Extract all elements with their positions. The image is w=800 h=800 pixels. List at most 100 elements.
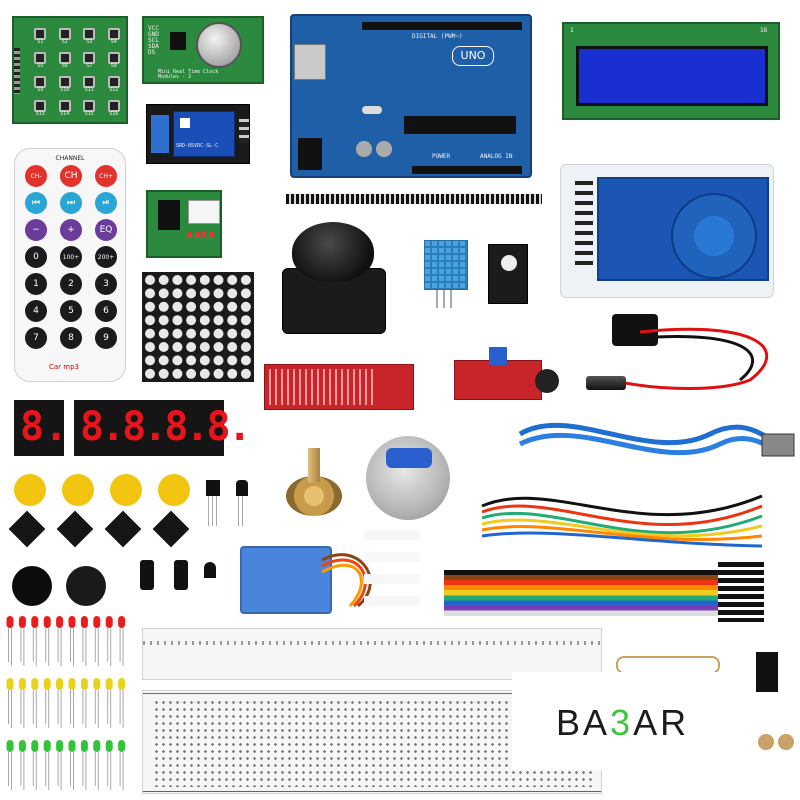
logo-middle: 3 [610, 702, 634, 743]
remote-button-label: 9 [103, 333, 109, 343]
remote-button[interactable]: CH+ [95, 165, 117, 187]
remote-button[interactable]: 1 [25, 273, 47, 295]
remote-button[interactable]: 100+ [60, 246, 82, 268]
relay-pins [239, 119, 249, 143]
remote-button[interactable]: − [25, 219, 47, 241]
remote-button[interactable]: 7 [25, 327, 47, 349]
remote-button-label: ⏮ [31, 198, 41, 208]
remote-button[interactable]: CH- [25, 165, 47, 187]
remote-button[interactable]: ⏭ [60, 192, 82, 214]
led-matrix-dot [158, 355, 169, 366]
keypad-key: S5 [28, 48, 53, 72]
led-matrix-dot [172, 355, 183, 366]
led [93, 740, 101, 790]
remote-button-label: + [67, 225, 75, 235]
lcd-screen [576, 46, 768, 106]
remote-button[interactable]: 0 [25, 246, 47, 268]
remote-button[interactable]: 9 [95, 327, 117, 349]
led [6, 740, 14, 790]
led-matrix-dot [172, 342, 183, 352]
keypad-key-label: S15 [84, 110, 94, 117]
button-cap [110, 474, 142, 506]
water-level-sensor [264, 364, 414, 410]
remote-button[interactable]: CH [60, 165, 82, 187]
led [31, 678, 39, 728]
led [18, 740, 26, 790]
keypad-key-label: S3 [86, 38, 93, 45]
photoresistors [756, 732, 796, 752]
logo-suffix: AR [633, 702, 690, 743]
usb-cable [518, 422, 795, 457]
rtc-battery-icon [196, 22, 242, 68]
potentiometer-shaft [308, 448, 320, 482]
led-matrix-dot [186, 288, 197, 299]
remote-button[interactable]: 5 [60, 300, 82, 322]
keypad-key-label: S9 [37, 86, 44, 93]
remote-button[interactable]: ⏯ [95, 192, 117, 214]
led-matrix-dot [172, 315, 183, 326]
driver-chip [158, 200, 180, 230]
led-matrix-dot [199, 342, 210, 352]
rfid-pins [575, 181, 593, 271]
remote-button[interactable]: 8 [60, 327, 82, 349]
remote-button-row: − + EQ [25, 219, 117, 241]
keypad-key-label: S16 [109, 110, 119, 117]
led [18, 678, 26, 728]
keypad-key-label: S10 [60, 86, 70, 93]
led [56, 678, 64, 728]
remote-button-row: 0 100+ 200+ [25, 246, 117, 268]
led-matrix-dot [158, 368, 169, 379]
rainbow-ribbon-cable [444, 570, 718, 616]
breadboard-rail-red [143, 693, 601, 694]
capacitor-2 [174, 560, 188, 590]
led-matrix-dot [145, 315, 155, 326]
keypad-key-label: S5 [37, 62, 44, 69]
led-matrix-dot [240, 275, 251, 285]
led-matrix-dot [240, 342, 251, 352]
keypad-key-label: S13 [35, 110, 45, 117]
remote-brand: Car mp3 [49, 363, 79, 371]
remote-button[interactable]: 4 [25, 300, 47, 322]
keypad-key-cap [107, 27, 120, 40]
potentiometer [286, 476, 342, 516]
led-matrix-dot [240, 368, 251, 379]
led-matrix-dot [145, 301, 155, 312]
ir-led-black [204, 562, 216, 578]
keypad-key: S14 [53, 96, 78, 120]
led [118, 678, 126, 728]
led [31, 616, 39, 666]
remote-button[interactable]: 200+ [95, 246, 117, 268]
remote-button[interactable]: 6 [95, 300, 117, 322]
remote-button[interactable]: ⏮ [25, 192, 47, 214]
sound-sensor-module [454, 347, 559, 400]
driver-connector [188, 200, 220, 224]
lcd-module: 1 16 [562, 22, 780, 120]
push-button-caps [14, 474, 194, 510]
keypad-key-label: S2 [61, 38, 68, 45]
led [68, 616, 76, 666]
led-matrix-dot [172, 328, 183, 339]
arduino-uno-board: DIGITAL (PWM~) UNO POWER ANALOG IN [290, 14, 532, 178]
rtc-pin-labels: VCC GND SCL SDA DS [148, 26, 159, 56]
remote-button[interactable]: EQ [95, 219, 117, 241]
remote-button[interactable]: 2 [60, 273, 82, 295]
rfid-card-reader [560, 164, 774, 298]
remote-button-label: 3 [103, 279, 109, 289]
remote-button[interactable]: + [60, 219, 82, 241]
led-matrix-dot [172, 301, 183, 312]
remote-button-label: CH+ [99, 172, 113, 180]
keypad-key-cap [83, 99, 96, 112]
led-matrix-dot [172, 275, 183, 285]
tactile-switch [152, 510, 190, 548]
led-matrix-dot [213, 288, 224, 299]
keypad-key-cap [58, 51, 71, 64]
remote-button-row: CH- CH CH+ [25, 165, 117, 187]
led [105, 740, 113, 790]
led-array [6, 616, 126, 790]
led [68, 678, 76, 728]
ir-receiver-icon [206, 480, 220, 496]
remote-button[interactable]: 3 [95, 273, 117, 295]
